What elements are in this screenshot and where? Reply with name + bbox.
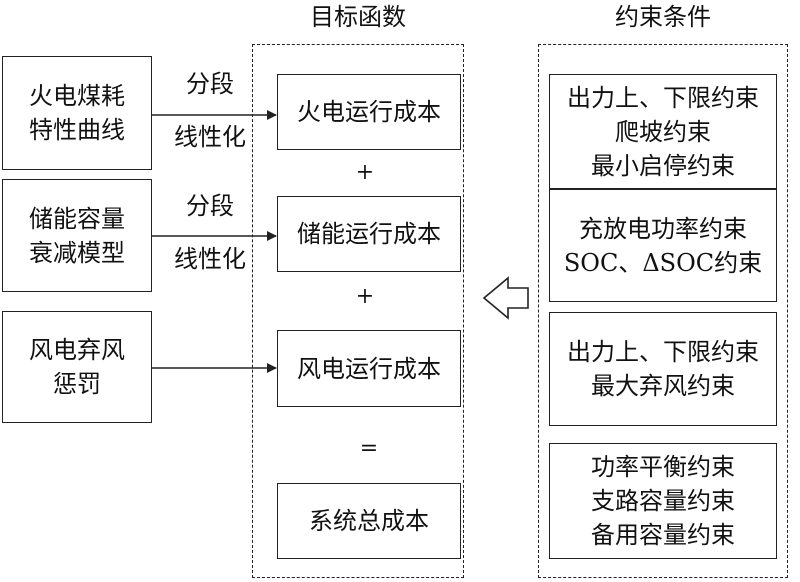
input-box-storage: 储能容量 衰减模型 (2, 179, 152, 292)
objective-term-label: 储能运行成本 (297, 220, 441, 248)
constraint-line: 出力上、下限约束 (567, 338, 759, 366)
input-line: 惩罚 (53, 370, 101, 398)
constraint-line: 充放电功率约束 (579, 214, 747, 243)
equals-operator: = (359, 436, 379, 461)
plus-operator: + (355, 160, 375, 185)
constraint-line: 爬坡约束 (615, 117, 711, 146)
objective-total: 系统总成本 (277, 483, 461, 559)
plus-operator: + (355, 284, 375, 309)
input-box-thermal: 火电煤耗 特性曲线 (2, 56, 152, 170)
constraint-line: 最小启停约束 (591, 151, 735, 180)
objective-term: 储能运行成本 (277, 196, 461, 272)
input-line: 特性曲线 (29, 116, 125, 144)
objective-heading: 目标函数 (310, 3, 406, 31)
constraint-line: 最大弃风约束 (591, 372, 735, 400)
constraint-line: 备用容量约束 (591, 521, 735, 549)
input-line: 衰减模型 (29, 238, 125, 267)
arrow-label-top: 分段 (186, 192, 234, 220)
constraints-group (538, 44, 788, 578)
constraint-box-system: 功率平衡约束 支路容量约束 备用容量约束 (549, 443, 777, 559)
constraint-line: 支路容量约束 (591, 487, 735, 515)
constraints-heading: 约束条件 (615, 3, 711, 31)
constraint-line: SOC、ΔSOC约束 (563, 248, 763, 277)
objective-term: 风电运行成本 (277, 330, 461, 407)
input-line: 风电弃风 (29, 336, 125, 364)
objective-term-label: 风电运行成本 (297, 354, 441, 383)
arrow-label-bottom: 线性化 (174, 123, 246, 151)
arrow-label-top: 分段 (186, 70, 234, 98)
constraint-line: 功率平衡约束 (591, 453, 735, 481)
constraint-line: 出力上、下限约束 (567, 83, 759, 112)
input-box-wind: 风电弃风 惩罚 (2, 311, 152, 423)
arrow-label-bottom: 线性化 (174, 245, 246, 273)
input-line: 储能容量 (29, 204, 125, 233)
objective-term-label: 系统总成本 (309, 507, 429, 535)
objective-group (252, 44, 464, 578)
constraint-box-storage: 充放电功率约束 SOC、ΔSOC约束 (549, 189, 777, 302)
constraint-box-thermal: 出力上、下限约束 爬坡约束 最小启停约束 (549, 74, 777, 189)
input-line: 火电煤耗 (29, 82, 125, 110)
constraint-box-wind: 出力上、下限约束 最大弃风约束 (549, 312, 777, 426)
hollow-arrow-icon (482, 276, 529, 320)
objective-term: 火电运行成本 (277, 74, 461, 150)
objective-term-label: 火电运行成本 (297, 98, 441, 126)
